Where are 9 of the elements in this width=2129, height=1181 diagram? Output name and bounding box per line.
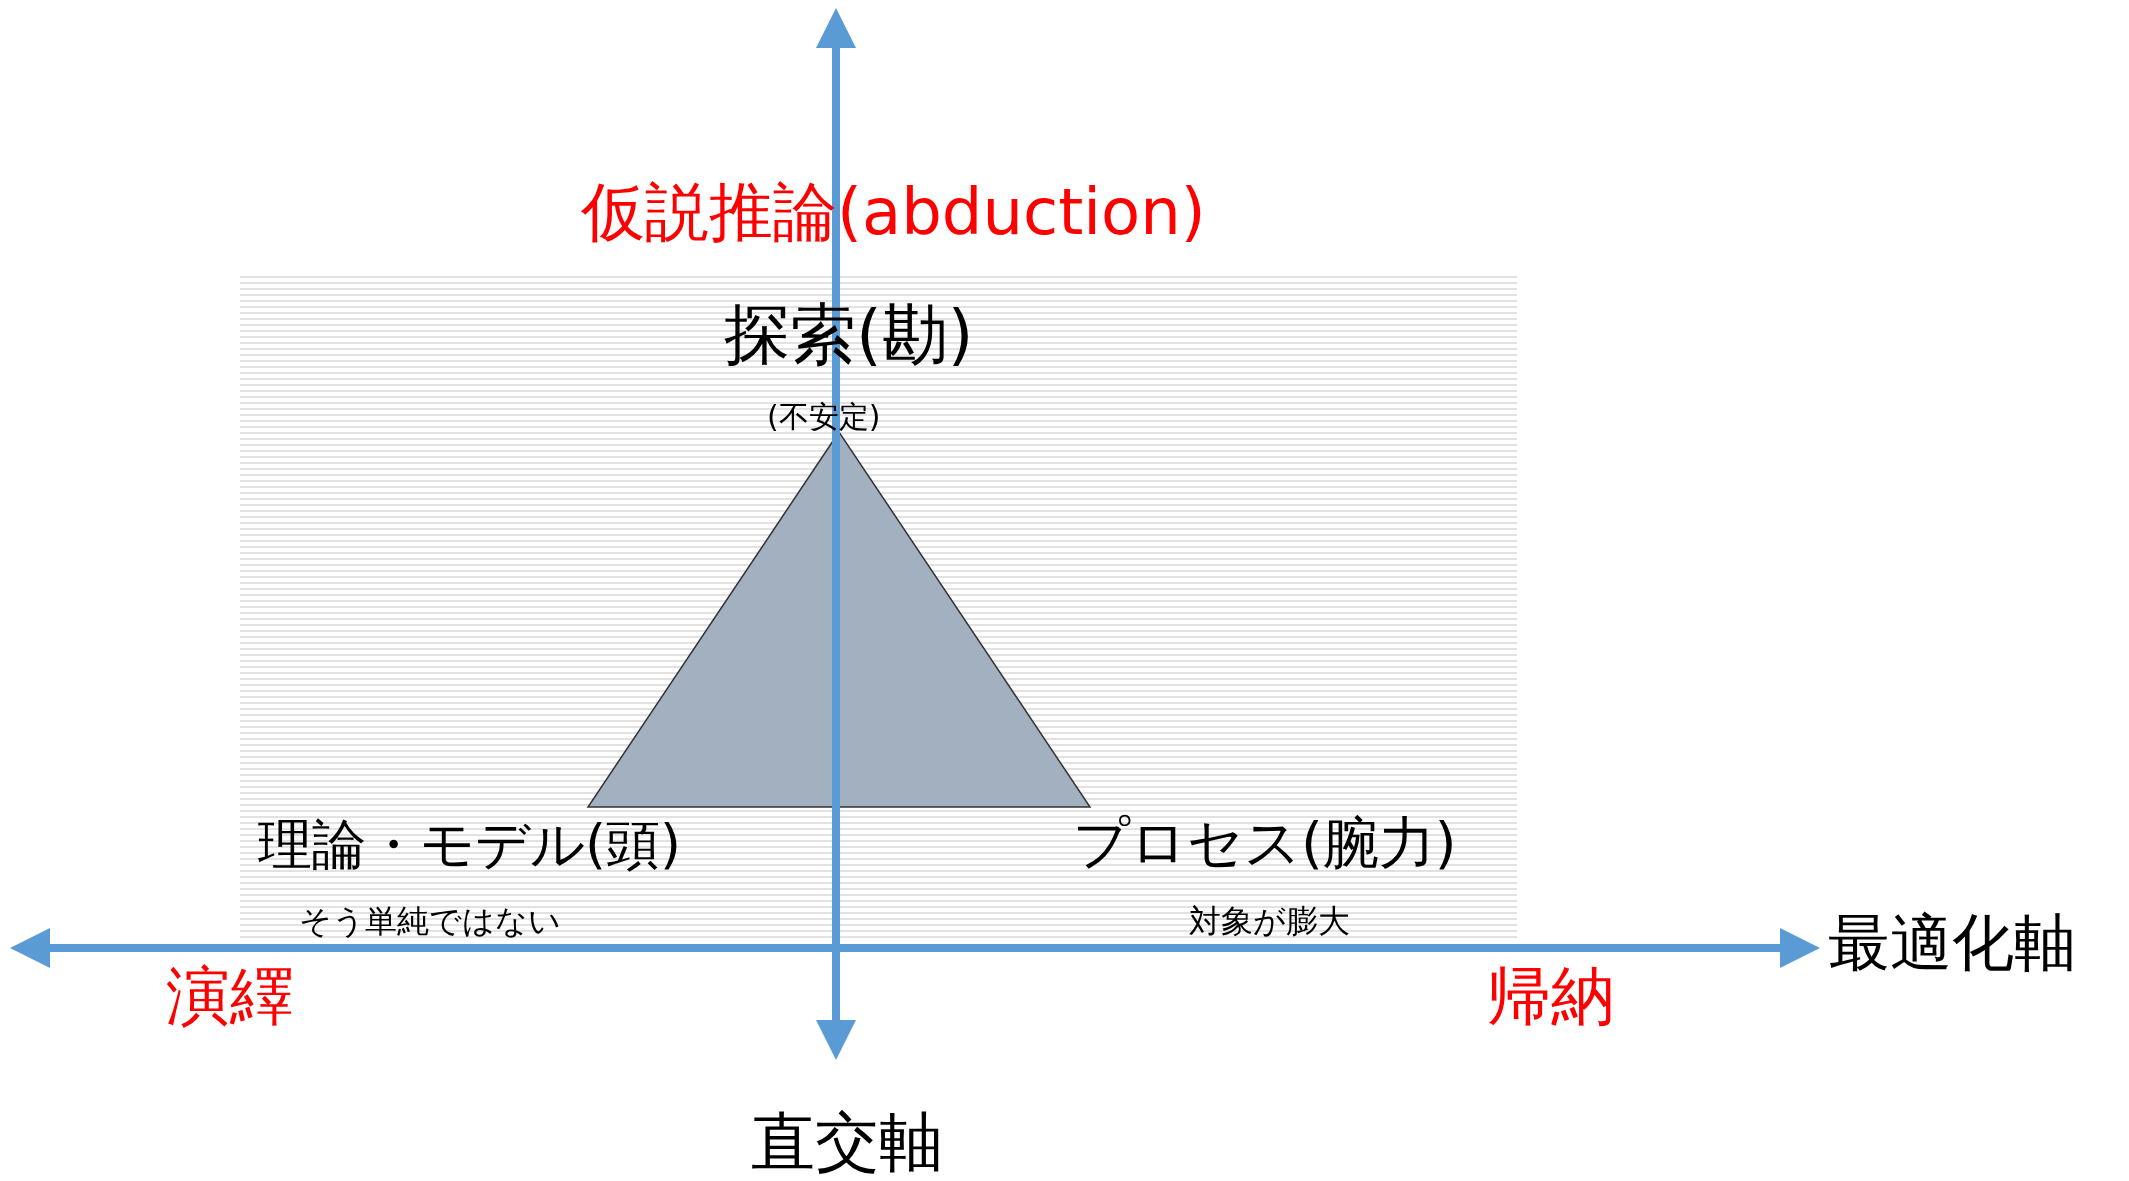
vertex-label: プロセス(腕力) — [1073, 815, 1457, 871]
axis-label: 演繹 — [166, 964, 294, 1028]
axis-label: 直交軸 — [751, 1110, 943, 1174]
note-text: 対象が膨大 — [1189, 905, 1350, 937]
axis-label: 最適化軸 — [1828, 912, 2076, 974]
axis-label: 帰納 — [1487, 964, 1615, 1028]
note-text: そう単純ではない — [299, 905, 561, 937]
vertex-label: 理論・モデル(頭) — [258, 818, 682, 872]
triangle — [586, 430, 1092, 808]
